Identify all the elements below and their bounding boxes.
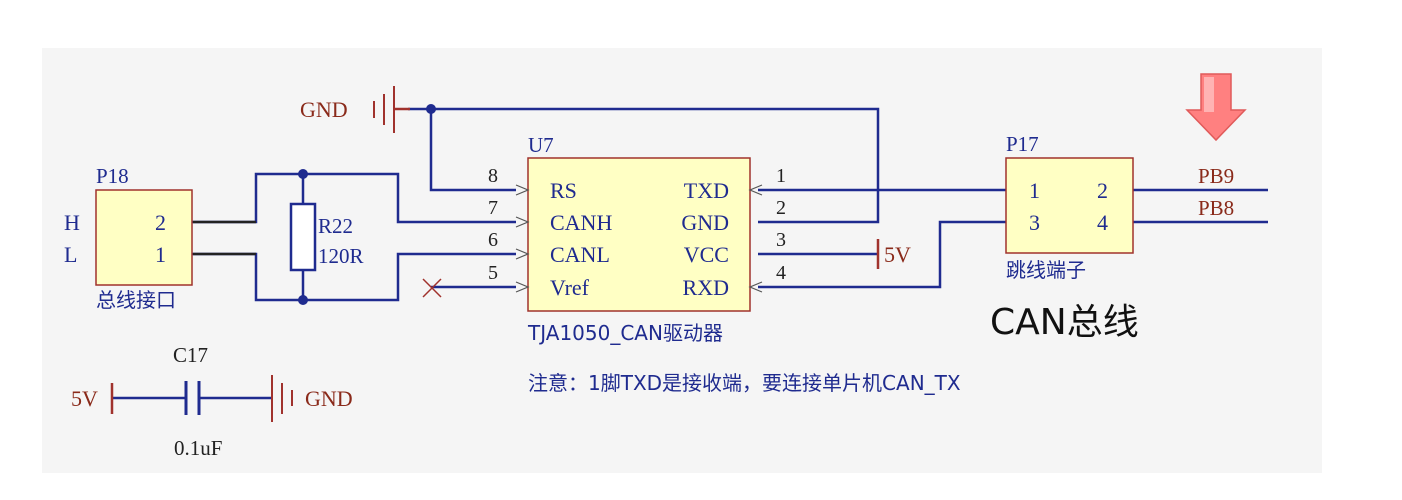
wire-gnd-to-rs (408, 107, 516, 192)
vcc-5v-label: 5V (884, 242, 911, 267)
wire-gnd-to-pin2 (431, 107, 880, 224)
u7-body (527, 157, 751, 312)
c17-capacitor (184, 381, 201, 415)
u7-pin3-number: 3 (776, 229, 786, 251)
can-bus-label: CAN总线 (990, 302, 1139, 343)
u7-pin-vcc: VCC (684, 242, 729, 267)
note-text: 注意：1脚TXD是接收端，要连接单片机CAN_TX (528, 371, 961, 395)
r22-body (289, 202, 317, 272)
p18-pin-2: 2 (155, 210, 166, 235)
u7-pin-txd: TXD (684, 178, 729, 203)
no-connect-mark (422, 278, 442, 298)
c17-value: 0.1uF (174, 436, 222, 460)
down-arrow-icon (1185, 73, 1247, 142)
wire-rxd-p17 (758, 220, 1006, 289)
p17-name: 跳线端子 (1006, 258, 1086, 282)
p17-pin-4: 4 (1097, 210, 1108, 235)
p17-body (1005, 157, 1134, 254)
net-label-h: H (64, 210, 80, 235)
p18-pin-1: 1 (155, 242, 166, 267)
junction-dot (298, 169, 308, 179)
u7-pin-arrows (515, 184, 763, 293)
junctions (298, 104, 436, 305)
u7-pin-canl: CANL (550, 242, 610, 267)
u7-pin-rs: RS (550, 178, 577, 203)
cap-5v-label: 5V (71, 386, 98, 411)
u7-designator: U7 (528, 133, 554, 157)
p18-body (95, 189, 193, 286)
u7-pin1-number: 1 (776, 165, 786, 187)
p18-leads (193, 220, 256, 256)
u7-pin8-number: 8 (488, 165, 498, 187)
p18-name: 总线接口 (96, 288, 176, 312)
p17-pin-1: 1 (1029, 178, 1040, 203)
u7-pin2-number: 2 (776, 197, 786, 219)
r22-value: 120R (318, 244, 364, 268)
net-label-pb8: PB8 (1198, 196, 1234, 220)
u7-pin-gnd: GND (681, 210, 729, 235)
u7-pin4-number: 4 (776, 262, 786, 284)
gnd-symbol-top (373, 86, 410, 133)
p17-designator: P17 (1006, 132, 1039, 156)
r22-designator: R22 (318, 214, 353, 238)
c17-designator: C17 (173, 343, 208, 367)
u7-pin6-number: 6 (488, 229, 498, 251)
p17-pin-3: 3 (1029, 210, 1040, 235)
net-label-l: L (64, 242, 77, 267)
gnd-label-cap: GND (305, 386, 353, 411)
u7-pin-rxd: RXD (683, 275, 729, 300)
junction-dot (298, 295, 308, 305)
gnd-symbol-cap (271, 375, 293, 422)
u7-pin-vref: Vref (550, 275, 590, 300)
gnd-label-top: GND (300, 97, 348, 122)
p18-designator: P18 (96, 164, 129, 188)
u7-pin5-number: 5 (488, 262, 498, 284)
u7-pin7-number: 7 (488, 197, 498, 219)
u7-name: TJA1050_CAN驱动器 (527, 321, 723, 345)
junction-dot (426, 104, 436, 114)
p17-pin-2: 2 (1097, 178, 1108, 203)
u7-pin-canh: CANH (550, 210, 612, 235)
net-label-pb9: PB9 (1198, 164, 1234, 188)
